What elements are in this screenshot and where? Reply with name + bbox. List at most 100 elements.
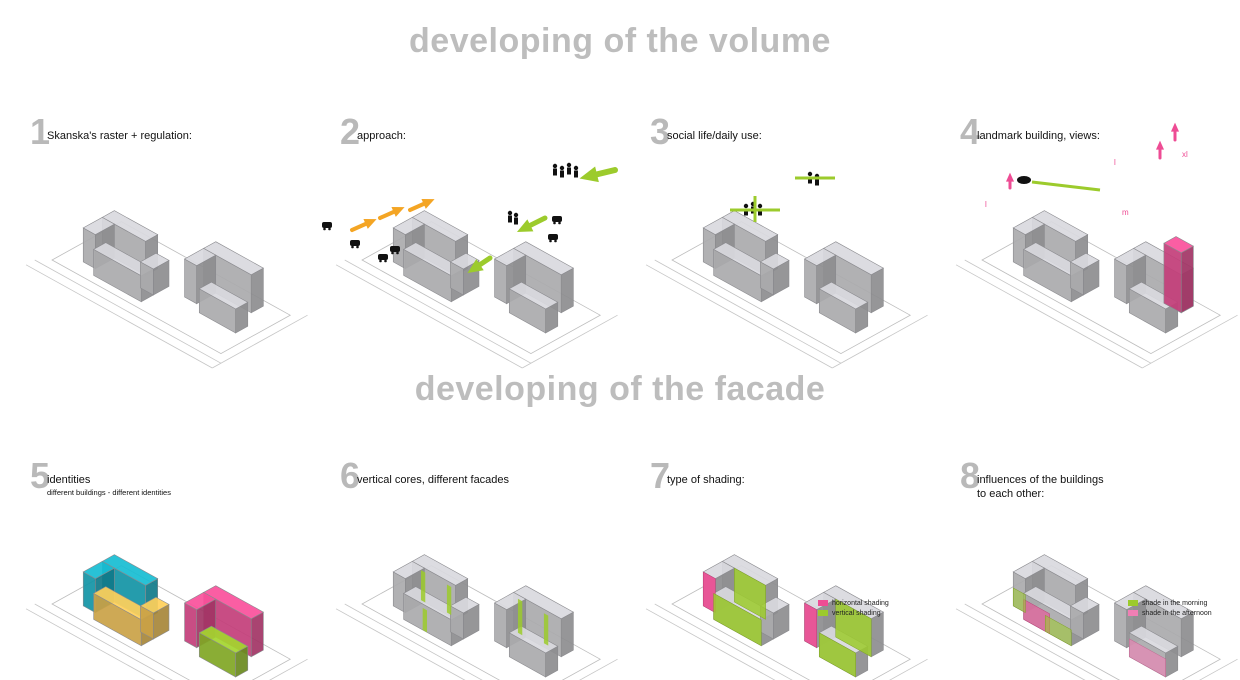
block-face-roof	[818, 281, 869, 310]
block-face-side	[560, 267, 574, 314]
car-wheel	[323, 227, 326, 231]
car-icon	[552, 216, 562, 225]
block-face-roof	[411, 210, 469, 242]
block-face-roof	[759, 252, 790, 270]
step-number: 2	[340, 111, 361, 152]
person-body	[744, 208, 748, 216]
massing-diagram-1	[25, 210, 308, 369]
volume-section-title: developing of the volume	[409, 22, 831, 60]
block-face-roof	[512, 585, 574, 620]
shading-face	[1129, 638, 1166, 678]
shading-face	[702, 571, 716, 614]
person-body	[815, 178, 819, 186]
block-face-roof	[1163, 236, 1194, 254]
block-face-roof	[721, 210, 779, 242]
massing-diagram-5	[25, 554, 308, 680]
block-face-side	[870, 267, 884, 314]
block-face-side	[1180, 245, 1194, 314]
block-face-front	[1163, 242, 1182, 314]
people-icon	[507, 210, 513, 223]
block-face-roof	[508, 281, 559, 310]
car-icon	[378, 254, 388, 263]
street-edge	[1199, 658, 1238, 680]
street-edge	[212, 314, 308, 369]
block-face-roof	[202, 241, 264, 276]
block-face-roof	[411, 554, 469, 586]
car-wheel	[549, 239, 552, 243]
person-body	[758, 208, 762, 216]
street-edge	[344, 603, 483, 680]
height-label-xl: xl	[1182, 150, 1188, 159]
street-edge	[889, 658, 928, 680]
car-wheel	[558, 221, 561, 225]
car-icon	[322, 222, 332, 231]
height-label-l-1: l	[1114, 158, 1116, 167]
shading-face	[835, 598, 872, 658]
panel-4: 4 landmark building, views: xl l l m	[955, 114, 1240, 369]
panel-6: 6 vertical cores, different facades	[335, 458, 630, 680]
step-caption: type of shading:	[667, 474, 745, 486]
person-body	[553, 168, 557, 176]
block-face-roof	[139, 596, 170, 614]
block-face-roof	[1128, 625, 1179, 654]
street-edge	[832, 314, 928, 369]
person-head	[573, 165, 579, 171]
street-edge	[34, 603, 173, 680]
block-face-front	[494, 602, 507, 649]
step-number: 7	[650, 455, 671, 496]
block-face-roof	[1031, 210, 1089, 242]
flow-arrow-head	[516, 219, 534, 233]
building-b-wing	[139, 252, 170, 296]
car-wheel	[391, 251, 394, 255]
legend-swatch	[818, 600, 828, 606]
person-body	[567, 167, 571, 175]
block-face-side	[1180, 611, 1194, 658]
block-face-roof	[1012, 217, 1046, 235]
site-plan	[335, 221, 618, 369]
block-face-roof	[183, 592, 217, 611]
eye-icon	[1017, 176, 1031, 184]
person-body	[508, 215, 512, 223]
legend-swatch	[1128, 610, 1138, 616]
shade-legend: shade in the morning shade in the aftern…	[1128, 598, 1212, 618]
car-body	[548, 234, 558, 240]
street-edge	[1142, 314, 1238, 369]
block-face-roof	[82, 561, 116, 579]
legend-label: shade in the morning	[1142, 599, 1208, 607]
person-body	[514, 217, 518, 225]
street-edge	[654, 603, 793, 680]
building-b-wing	[449, 252, 480, 296]
massing-diagram-7	[645, 554, 928, 680]
legend-item: shade in the morning	[1128, 598, 1212, 608]
person-head	[566, 162, 572, 168]
massing-diagram-2	[322, 162, 618, 369]
building-d	[818, 281, 869, 334]
street-edge	[25, 264, 213, 369]
block-face-side	[870, 611, 884, 658]
street-edge	[335, 608, 466, 680]
block-face-front	[184, 258, 197, 305]
building-b-wing	[139, 596, 170, 640]
flow-arrow-head	[579, 166, 599, 183]
step-number: 4	[960, 111, 981, 152]
person-body	[808, 176, 812, 184]
person-head	[807, 171, 813, 177]
flow-arrow-head	[421, 199, 435, 209]
person-head	[513, 212, 519, 218]
block-face-front	[804, 258, 817, 305]
step-number: 1	[30, 111, 51, 152]
block-face-roof	[1031, 554, 1089, 586]
step-caption: approach:	[357, 130, 406, 142]
height-label-m: m	[1122, 208, 1129, 217]
landmark-tower	[1163, 236, 1194, 314]
facade-accent	[517, 598, 523, 636]
step-caption: identities	[47, 474, 91, 486]
block-face-side	[250, 611, 264, 658]
view-line	[1031, 180, 1101, 192]
building-d	[508, 281, 559, 334]
block-face-roof	[1069, 252, 1100, 270]
car-body	[552, 216, 562, 222]
street-edge	[335, 264, 523, 369]
massing-diagram-6	[335, 554, 618, 680]
block-face-roof	[101, 554, 159, 586]
